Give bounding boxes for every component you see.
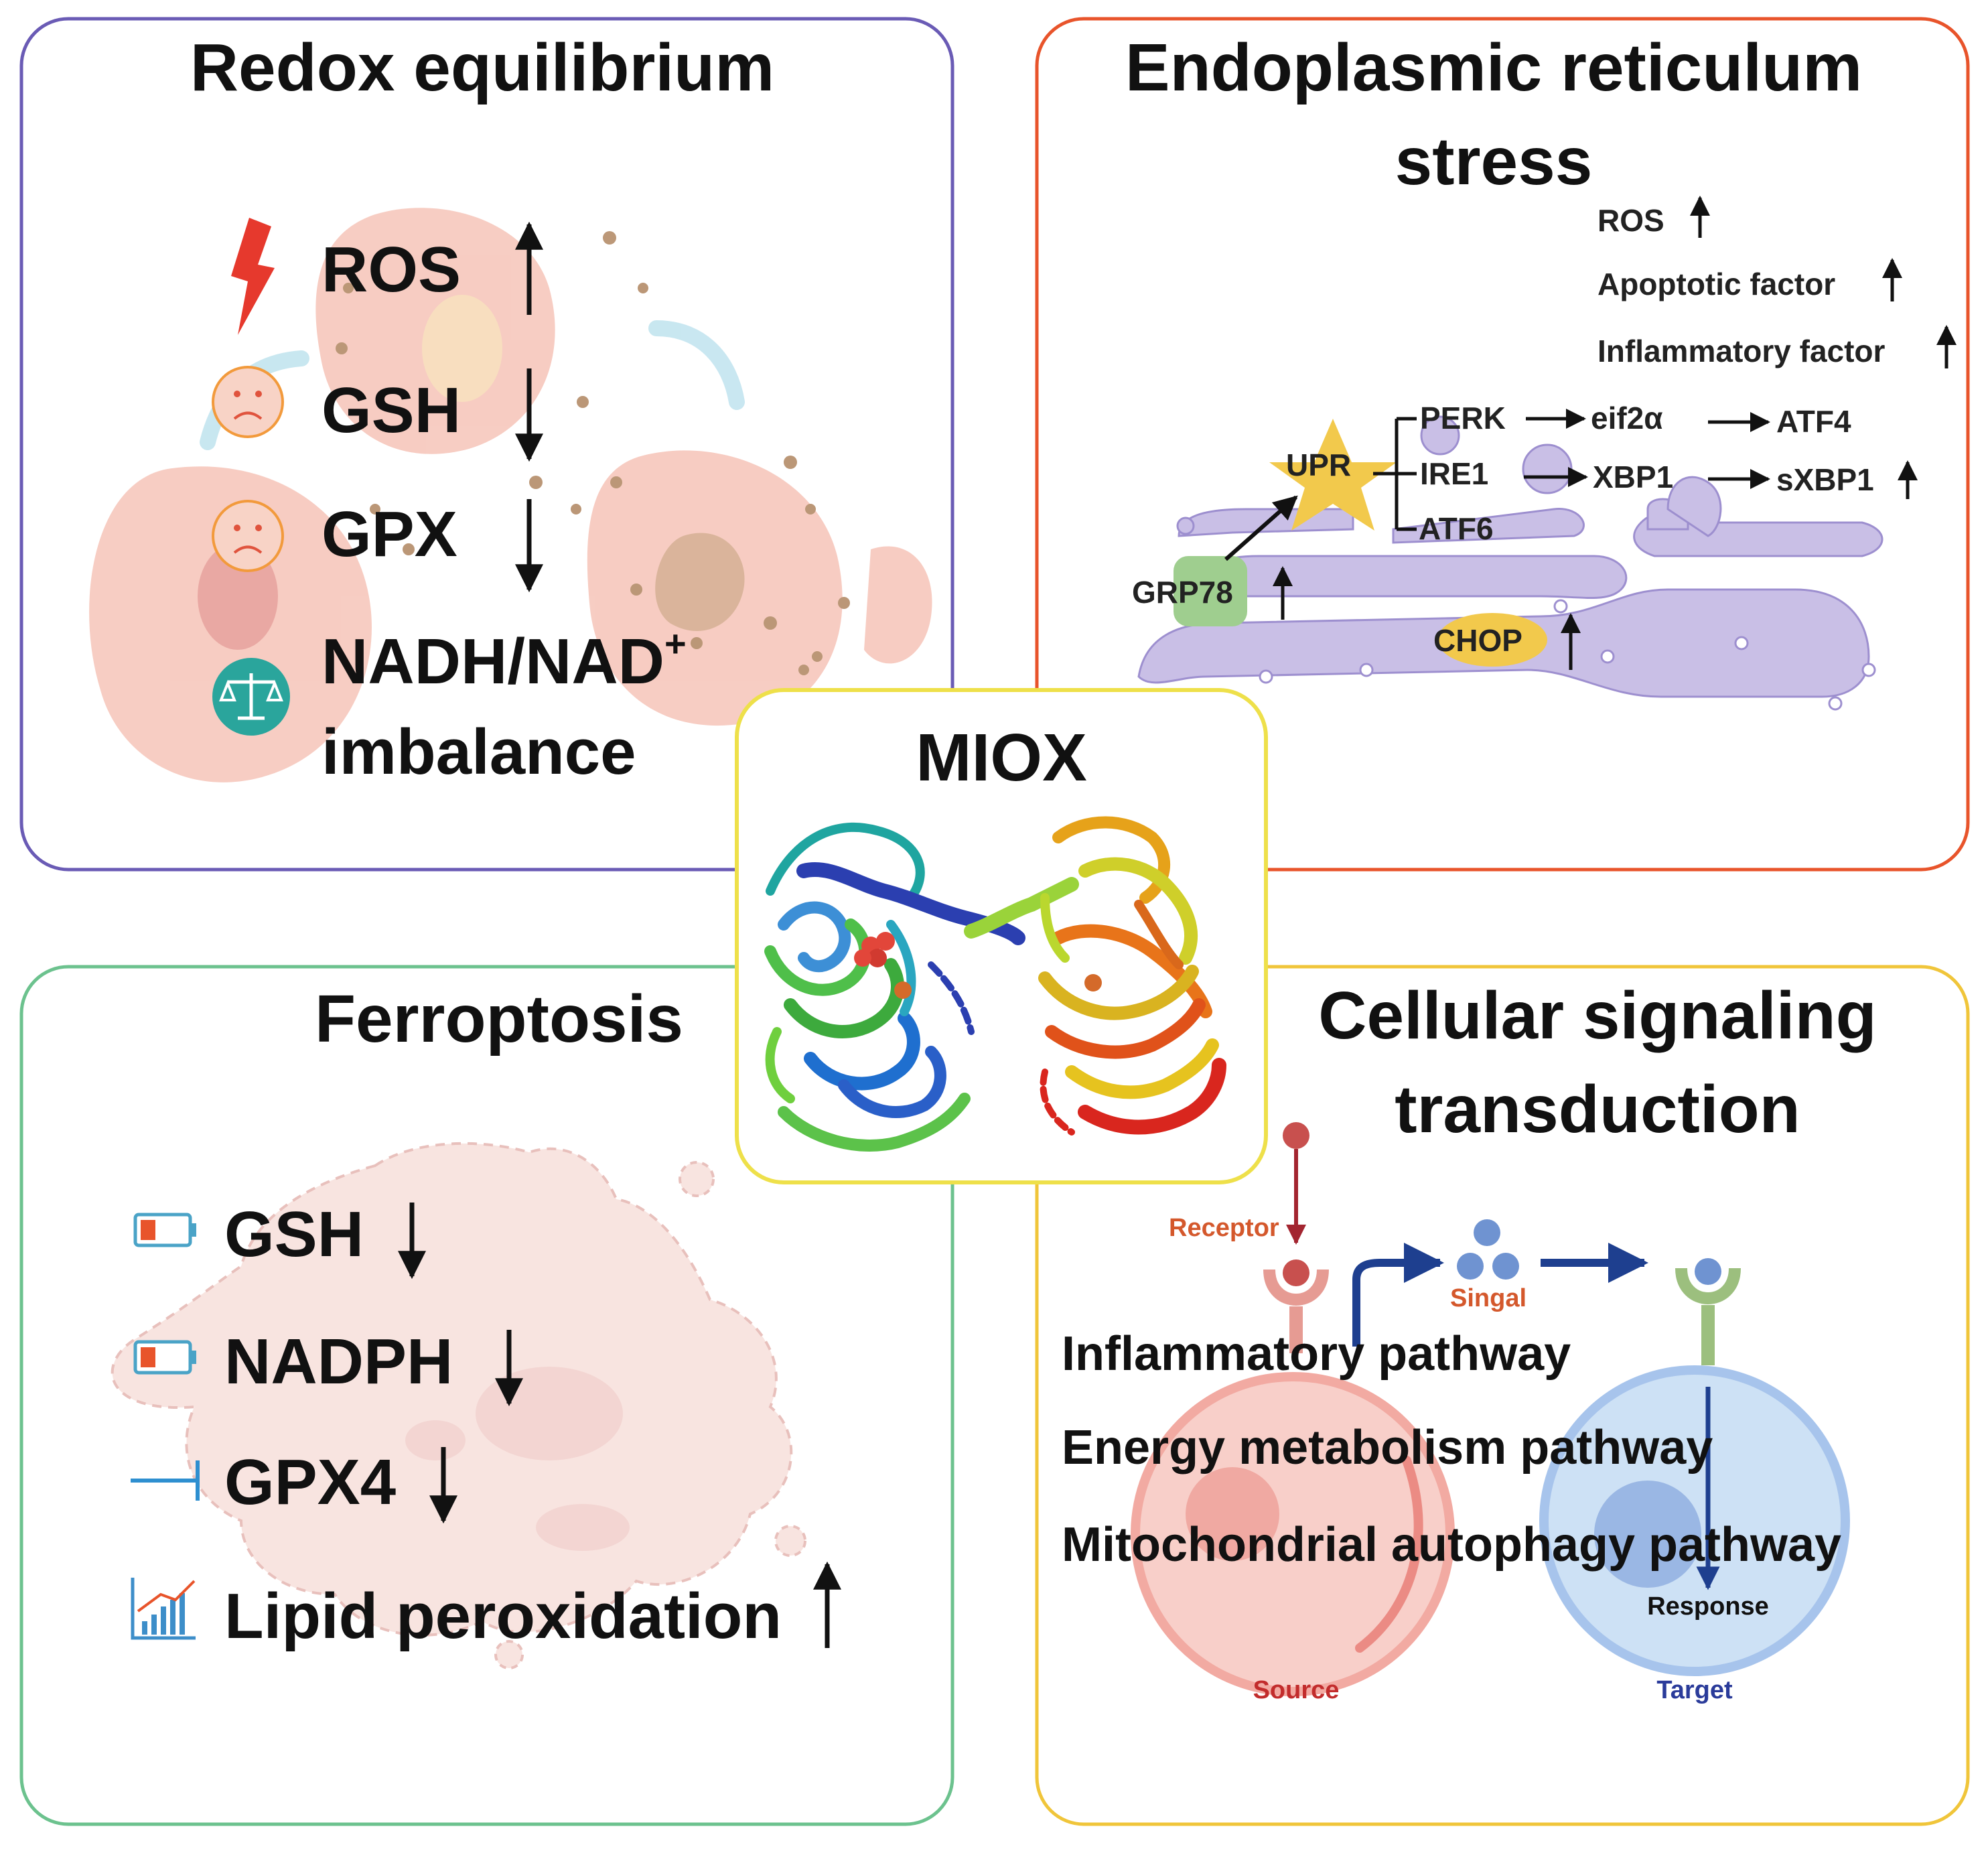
signal-title-line1: Cellular signaling [1318,978,1877,1053]
lightning-icon [231,218,275,335]
ferro-item-lipid: Lipid peroxidation [224,1580,782,1652]
source-cell [1131,1372,1455,1696]
redox-item-ros: ROS [322,234,461,305]
redox-cell-illustration [89,208,932,782]
ferro-title: Ferroptosis [315,981,683,1056]
chop-oval [1437,613,1547,667]
response-label: Response [1647,1592,1769,1621]
er-eif2a: eif2α [1591,401,1663,435]
rising-chart-icon [131,1578,196,1640]
redox-title: Redox equilibrium [190,30,774,105]
ligand-dot [1283,1122,1309,1149]
grp78-box [1174,556,1247,626]
er-effect-apoptotic: Apoptotic factor [1598,267,1835,301]
ferro-item-gsh: GSH [224,1199,364,1270]
signal-arrow-icon [1352,1243,1444,1347]
sad-face-icon [212,500,284,572]
redox-item-gsh: GSH [322,374,461,446]
er-branch-ire1: IRE1 [1420,456,1488,491]
er-branch-atf6: ATF6 [1419,511,1494,546]
signal-pathway-inflammatory: Inflammatory pathway [1062,1327,1571,1381]
er-stress-panel: Endoplasmic reticulum stress ROS Apoptot… [1035,17,1970,872]
redox-item-gpx: GPX [322,498,457,570]
signal-pathway-energy: Energy metabolism pathway [1062,1421,1713,1475]
target-label: Target [1656,1676,1733,1704]
ferro-item-nadph: NADPH [224,1326,453,1397]
er-atf4: ATF4 [1776,404,1851,439]
signaling-panel: Cellular signaling transduction Receptor… [1035,965,1970,1826]
redox-imbalance-line2: imbalance [322,716,636,788]
signal-molecules-icon [1457,1219,1519,1280]
er-effect-inflammatory: Inflammatory factor [1598,334,1886,368]
activation-arrow-icon [1224,495,1298,561]
target-cell [1539,1365,1850,1676]
miox-protein-structure-image [764,816,1226,1152]
er-upr-label: UPR [1286,448,1351,482]
target-receptor-cup-icon [1675,1268,1741,1304]
miox-title: MIOX [916,720,1087,795]
er-sxbp1: sXBP1 [1776,462,1874,497]
inhibition-icon [131,1460,200,1501]
er-grp78-label: GRP78 [1132,575,1233,610]
signal-label: Singal [1450,1284,1526,1312]
redox-imbalance-line1: NADH/NAD+ [322,622,687,697]
redox-panel: Redox equilibrium [19,17,954,872]
balance-scale-icon [212,658,290,736]
target-ligand-dot [1695,1258,1721,1285]
receptor-cup-icon [1263,1269,1329,1306]
er-effect-ros: ROS [1598,203,1664,238]
ferroptosis-panel: Ferroptosis GSH NADPH GP [19,965,954,1826]
er-branch-perk: PERK [1420,401,1506,435]
signal-pathway-mitochondrial: Mitochondrial autophagy pathway [1062,1518,1841,1572]
er-xbp1: XBP1 [1593,460,1673,494]
receptor-stem [1289,1306,1303,1353]
source-label: Source [1253,1676,1340,1704]
ferro-item-gpx4: GPX4 [224,1446,396,1518]
er-chop-label: CHOP [1433,623,1522,658]
miox-center-panel: MIOX [735,688,1268,1184]
sad-face-icon [212,366,284,438]
receptor-label: Receptor [1169,1214,1279,1242]
target-receptor-stem [1701,1305,1715,1365]
ferroptosis-cell-illustration [111,1142,806,1669]
er-title-line1: Endoplasmic reticulum [1125,30,1862,105]
low-battery-icon [133,1340,196,1375]
low-battery-icon [133,1213,196,1247]
upr-star-icon [1269,419,1397,531]
receptor-ligand-dot [1283,1259,1309,1286]
er-title-line2: stress [1395,124,1593,199]
signal-title-line2: transduction [1395,1072,1800,1147]
